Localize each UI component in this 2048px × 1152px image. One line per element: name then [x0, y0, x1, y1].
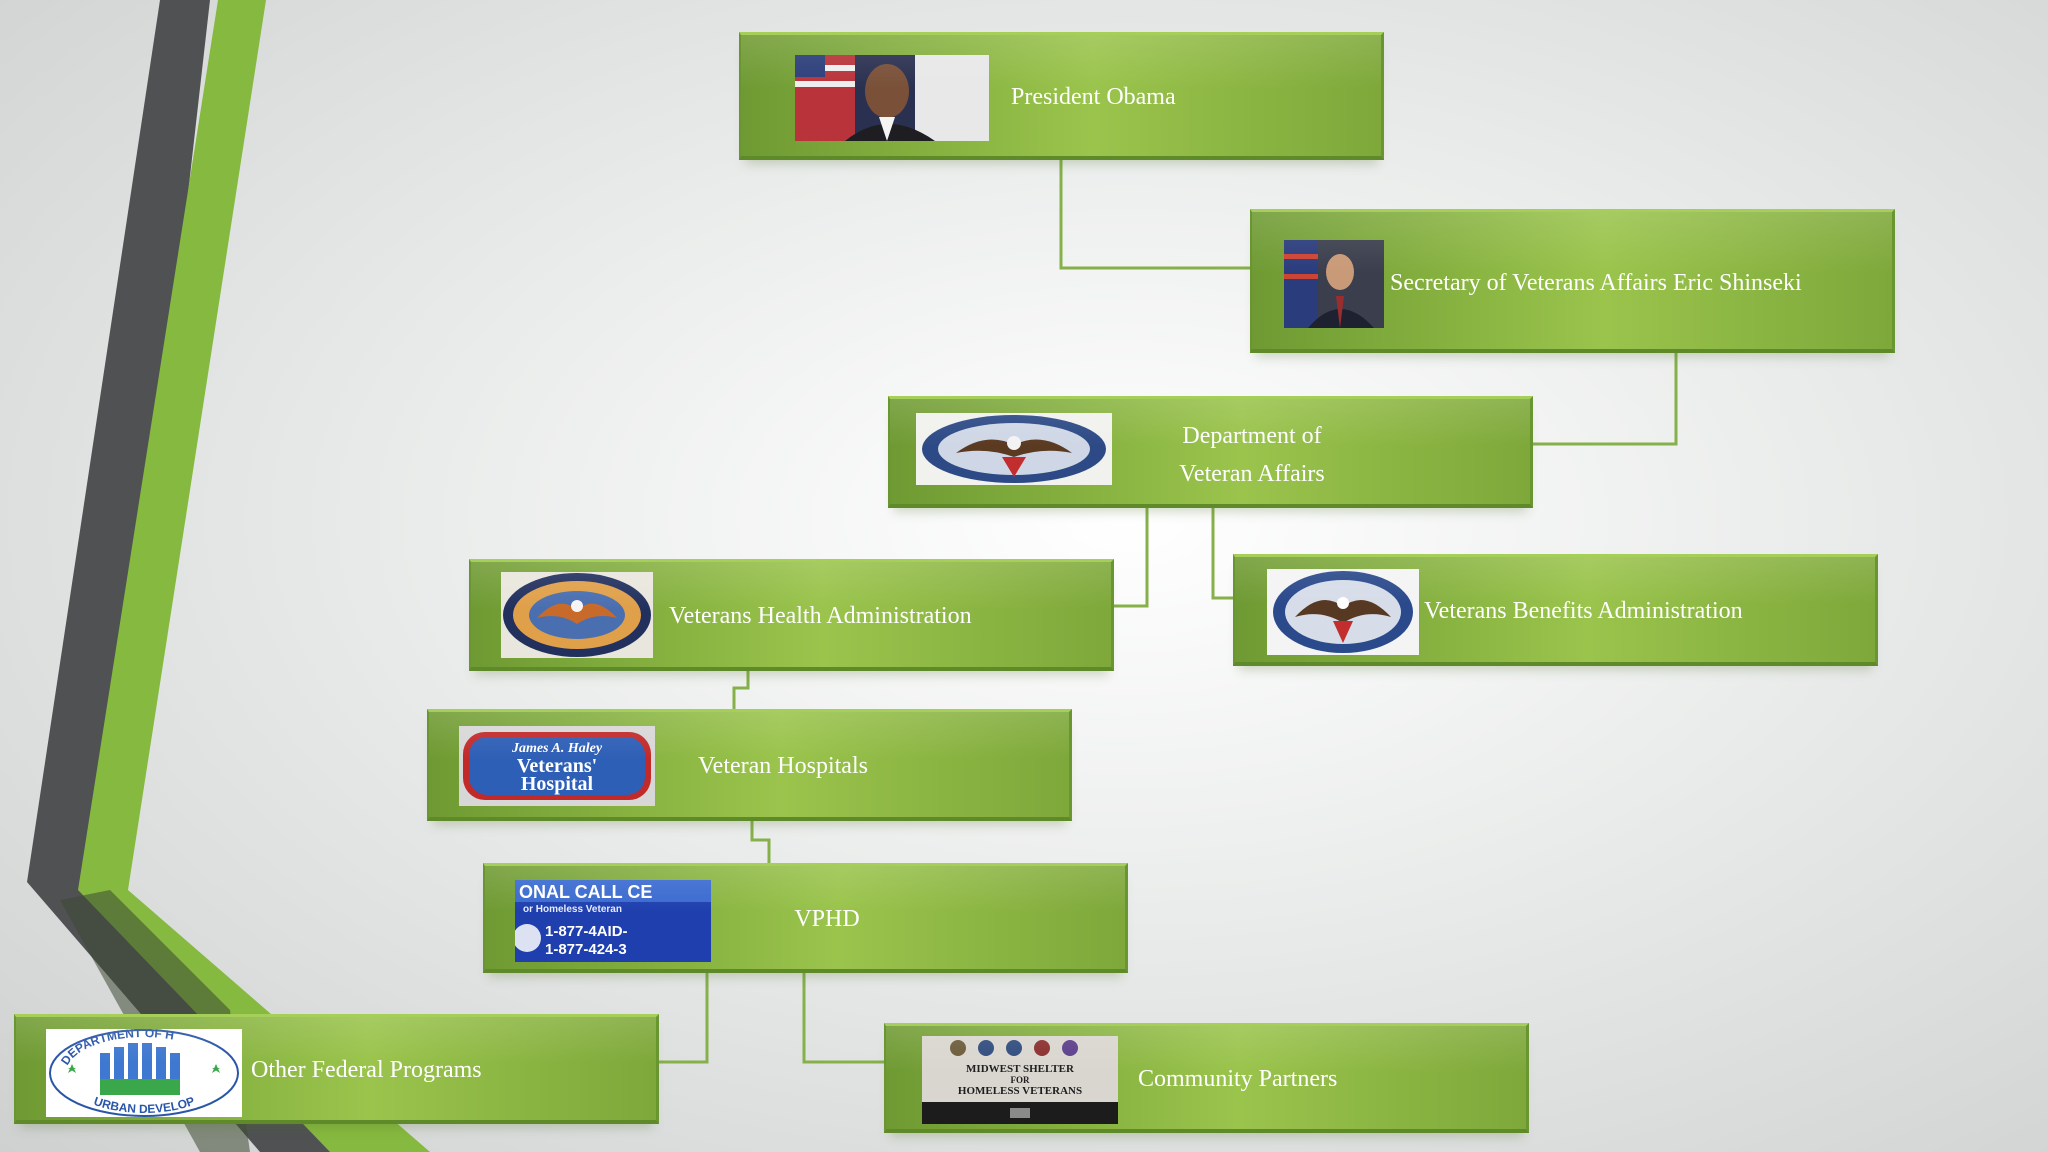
node-vba: Veterans Benefits Administration: [1233, 554, 1878, 666]
node-vha-label: Veterans Health Administration: [669, 603, 972, 629]
portrait-photo: [795, 55, 989, 141]
call-center-line1: ONAL CALL CE: [519, 882, 652, 902]
node-secretary-label: Secretary of Veterans Affairs Eric Shins…: [1390, 270, 1802, 296]
node-community-label: Community Partners: [1138, 1066, 1338, 1092]
node-community: MIDWEST SHELTER FOR HOMELESS VETERANS Co…: [884, 1023, 1529, 1133]
hospital-sign-line2: Veterans': [517, 755, 597, 777]
link-vphd-federal: [658, 972, 709, 1064]
vha-seal-logo: [501, 572, 653, 658]
shelter-sign-photo: MIDWEST SHELTER FOR HOMELESS VETERANS: [922, 1036, 1118, 1124]
node-federal-label: Other Federal Programs: [251, 1057, 482, 1083]
call-center-line4: 1-877-424-3: [545, 941, 627, 958]
node-hospitals-label: Veteran Hospitals: [698, 753, 868, 779]
hud-seal-logo: DEPARTMENT OF H URBAN DEVELOP: [46, 1029, 242, 1117]
node-vha: Veterans Health Administration: [469, 559, 1114, 671]
node-department-label-line1: Department of: [1182, 423, 1322, 449]
va-seal-logo: [916, 413, 1112, 485]
call-center-banner: ONAL CALL CE or Homeless Veteran 1-877-4…: [515, 880, 711, 962]
node-vba-label: Veterans Benefits Administration: [1424, 598, 1743, 624]
hospital-sign-line3: Hospital: [521, 773, 594, 795]
node-vphd-label: VPHD: [794, 906, 860, 932]
va-seal-logo: [1267, 569, 1419, 655]
link-president-secretary: [1059, 160, 1252, 270]
link-department-vha: [1114, 507, 1149, 608]
call-center-line2: or Homeless Veteran: [523, 904, 622, 915]
node-vphd: ONAL CALL CE or Homeless Veteran 1-877-4…: [483, 863, 1128, 973]
shelter-sign-line2: FOR: [1011, 1075, 1030, 1085]
hospital-sign-logo: James A. Haley Veterans' Hospital: [459, 726, 655, 806]
shelter-sign-line1: MIDWEST SHELTER: [966, 1063, 1075, 1075]
shelter-sign-line3: HOMELESS VETERANS: [958, 1085, 1082, 1097]
link-department-vba: [1211, 507, 1235, 600]
link-vphd-community: [802, 972, 886, 1064]
node-president: President Obama: [739, 32, 1384, 160]
node-president-label: President Obama: [1011, 84, 1176, 110]
link-hospitals-vphd: [750, 820, 771, 865]
node-hospitals: James A. Haley Veterans' Hospital Vetera…: [427, 709, 1072, 821]
node-department-label-line2: Veteran Affairs: [1179, 461, 1325, 487]
green-stripe: [78, 0, 430, 1152]
node-federal: DEPARTMENT OF H URBAN DEVELOP Other Fede…: [14, 1014, 659, 1124]
node-secretary: Secretary of Veterans Affairs Eric Shins…: [1250, 209, 1895, 353]
portrait-photo: [1284, 240, 1384, 328]
hospital-sign-line1: James A. Haley: [511, 741, 603, 756]
link-secretary-department: [1533, 352, 1678, 446]
call-center-line3: 1-877-4AID-: [545, 923, 628, 940]
node-department: Department of Veteran Affairs: [888, 396, 1533, 508]
link-vha-hospitals: [732, 670, 750, 711]
